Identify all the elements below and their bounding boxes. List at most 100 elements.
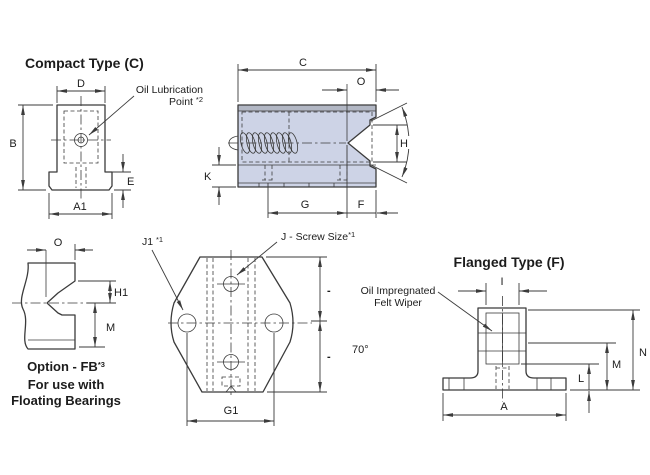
leader-line [88, 95, 135, 136]
felt-wiper-callout: Oil Impregnated Felt Wiper [361, 285, 493, 332]
leader-line [151, 249, 184, 311]
ext-lines [266, 256, 327, 393]
flanged-title: Flanged Type (F) [454, 254, 565, 270]
rail-slot-hidden-lines [206, 258, 256, 391]
oil-lubrication-text-2: Point *2 [169, 95, 203, 108]
ext-lines [212, 164, 236, 188]
leader-line [437, 291, 493, 332]
top-plan-view: J1 *1 J - Screw Size*1 - - 70° G1 [142, 230, 369, 426]
dim-label-G1: G1 [224, 405, 239, 417]
top-view-body [170, 256, 294, 393]
dim-I: I [458, 276, 547, 305]
right-mount-hole [264, 313, 284, 333]
spring-coil [269, 132, 281, 154]
dim-label-O: O [54, 237, 63, 249]
left-mount-hole [177, 313, 197, 333]
oil-port-inner-circle [77, 136, 85, 144]
dim-label-M: M [612, 359, 621, 371]
dim-label-blank-upper: - [327, 285, 331, 297]
dim-label-H1: H1 [114, 287, 128, 299]
spring-coil [239, 132, 251, 154]
caption-line-3: Floating Bearings [11, 393, 121, 408]
dim-E: E [107, 154, 134, 208]
oil-lubrication-callout: Oil Lubrication Point *2 [88, 84, 203, 136]
dim-O-side: O [322, 76, 399, 141]
side-body-outline [237, 104, 377, 188]
dim-label-G: G [301, 199, 310, 211]
option-fb-body [20, 262, 76, 350]
dim-B: B [9, 104, 53, 191]
flange-slot-ticks [448, 378, 552, 390]
spring-coil [263, 132, 275, 154]
oil-port-outer-circle [74, 133, 88, 147]
dim-H: H [373, 124, 411, 163]
j-screw-size-label: J - Screw Size*1 [281, 230, 355, 243]
option-fb-caption: Option - FB*3 For use with Floating Bear… [11, 359, 121, 408]
ext-lines [485, 283, 520, 305]
dim-K: K [204, 147, 236, 205]
preload-spring [228, 132, 299, 154]
ext-lines [56, 86, 106, 103]
caption-line-2: For use with [28, 377, 105, 392]
ext-lines [373, 124, 407, 163]
felt-cavity-dashed [241, 111, 373, 163]
dim-C: C [237, 57, 377, 102]
dim-H1: H1 [78, 280, 128, 304]
compact-body [48, 104, 113, 191]
side-section-view: C O H K G F [204, 57, 411, 218]
angle-70-label: 70° [352, 344, 369, 356]
leader-line [236, 241, 278, 276]
j1-callout: J1 *1 [142, 235, 184, 311]
flanged-body [442, 307, 567, 391]
side-top-band [238, 105, 376, 111]
dim-label-O: O [357, 76, 366, 88]
spring-coil [287, 132, 299, 154]
dim-label-M: M [106, 322, 115, 334]
center-bolt-hidden-lines [495, 366, 510, 389]
dim-L: L [521, 363, 599, 413]
flanged-front-view: Flanged Type (F) Oil Impregnated Felt Wi… [361, 254, 647, 421]
spring-coil [245, 132, 257, 154]
dim-label-D: D [77, 78, 85, 90]
dim-G1: G1 [186, 333, 275, 426]
option-fb-view: O H1 M Option - FB*3 For use with Floati… [11, 237, 128, 408]
dim-M-flanged: M [528, 342, 621, 390]
dim-N: N [528, 309, 647, 391]
ext-lines [186, 333, 275, 426]
vee-face-extension-lines [370, 102, 408, 184]
spring-coil [251, 132, 263, 154]
spring-coil [275, 132, 287, 154]
side-body-fill [238, 105, 376, 187]
compact-bolt-hole-hidden-lines [75, 167, 87, 188]
compact-centerlines [51, 96, 111, 201]
dim-label-F: F [358, 199, 365, 211]
caption-line-1: Option - FB*3 [27, 359, 105, 374]
compact-front-view: Compact Type (C) D B E A1 [9, 55, 203, 219]
dim-label-K: K [204, 171, 212, 183]
felt-wiper-text-2: Felt Wiper [374, 297, 422, 309]
oil-lubrication-text-1: Oil Lubrication [136, 84, 203, 96]
dim-label-B: B [9, 138, 16, 150]
j-screw-size-callout: J - Screw Size*1 [236, 230, 355, 276]
dim-label-blank-lower: - [327, 351, 331, 363]
dim-M-fb: M [79, 303, 115, 348]
j1-label: J1 *1 [142, 235, 163, 248]
dim-A: A [442, 393, 567, 421]
dim-label-E: E [127, 176, 134, 188]
dim-label-I: I [500, 276, 503, 288]
top-view-centerlines [168, 250, 312, 398]
dim-A1: A1 [48, 193, 113, 219]
dim-label-A: A [500, 401, 508, 413]
spring-coil [281, 132, 293, 154]
screw-hole-crosshairs [217, 283, 245, 363]
dim-label-H: H [400, 138, 408, 150]
dim-O-fb: O [27, 237, 93, 260]
compact-title: Compact Type (C) [25, 55, 144, 71]
bottom-notch-mark [225, 385, 237, 393]
dim-label-A1: A1 [73, 201, 86, 213]
dim-blank-stack: - - [266, 256, 331, 393]
label-backing [398, 136, 411, 149]
spring-coil [257, 132, 269, 154]
